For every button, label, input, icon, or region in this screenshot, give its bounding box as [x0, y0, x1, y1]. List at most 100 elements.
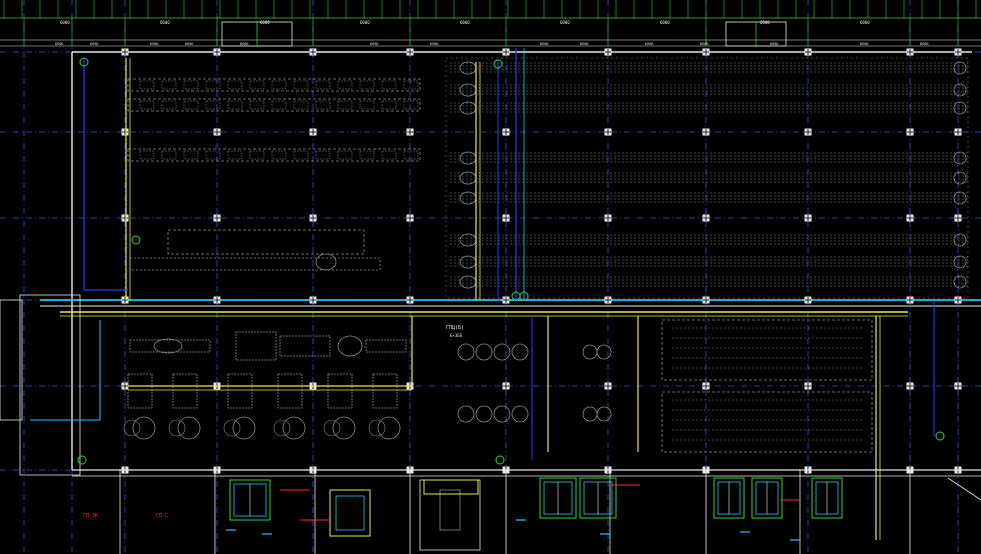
axis-label: 6Л6Б — [700, 42, 708, 46]
conveyor-segment — [139, 100, 155, 110]
red-label-2: ГП-С — [156, 513, 168, 519]
control-cabinet — [329, 489, 371, 537]
round-tank — [511, 405, 529, 423]
conveyor-segment — [205, 150, 221, 160]
valve-marker — [493, 59, 503, 69]
washer-drum — [132, 416, 156, 440]
washer-drum — [282, 416, 306, 440]
conveyor-segment — [359, 80, 375, 90]
top-dimension-label: 6000 — [660, 20, 670, 25]
round-tank — [457, 343, 475, 361]
conveyor-tail — [953, 233, 967, 247]
round-tank — [475, 343, 493, 361]
top-dimension-label: 6000 — [460, 20, 470, 25]
conveyor-segment — [139, 150, 155, 160]
conveyor-segment — [249, 80, 265, 90]
washer-drum — [232, 416, 256, 440]
conveyor-segment — [403, 80, 419, 90]
machine-drum — [337, 335, 363, 357]
conveyor-segment — [293, 150, 309, 160]
axis-label: 6Л6Б — [860, 42, 868, 46]
conveyor-segment — [293, 100, 309, 110]
valve-marker — [79, 57, 89, 67]
valve-marker — [519, 291, 529, 301]
washer-frame — [327, 373, 353, 409]
top-dimension-label: 6000 — [160, 20, 170, 25]
valve-marker — [131, 235, 141, 245]
filter-unit — [539, 477, 577, 519]
oval-track — [661, 319, 873, 381]
conveyor-tail — [953, 275, 967, 289]
conveyor-bar — [127, 98, 421, 112]
round-tank — [493, 343, 511, 361]
control-cabinet-inner — [335, 495, 365, 531]
top-dimension-label: 6000 — [860, 20, 870, 25]
conveyor-tail — [953, 61, 967, 75]
washer-drum — [273, 419, 291, 437]
conveyor-segment — [227, 100, 243, 110]
conveyor-drum — [315, 253, 337, 271]
washer-frame — [127, 373, 153, 409]
axis-label: 6Л6Б — [580, 42, 588, 46]
axis-label: 6Л6Б — [150, 42, 158, 46]
valve-marker — [495, 455, 505, 465]
conveyor-segment — [161, 80, 177, 90]
conveyor-segment — [271, 100, 287, 110]
machine-drum — [153, 338, 183, 354]
top-dimension-label: 6000 — [60, 20, 70, 25]
blue-cyan-pipe-routes — [30, 48, 945, 465]
conveyor-segment — [293, 80, 309, 90]
axis-label: 6Л6Б — [240, 42, 248, 46]
equipment-blocks — [123, 319, 873, 453]
top-dimension-label: 6000 — [560, 20, 570, 25]
round-tank — [596, 344, 612, 360]
room-label-1: ГПЦ(Б) — [446, 325, 464, 331]
conveyor-tail — [953, 151, 967, 165]
stair-block — [19, 294, 81, 476]
conveyor-segment — [227, 80, 243, 90]
conveyor-tail — [953, 101, 967, 115]
conveyor-segment — [205, 100, 221, 110]
conveyor-segment — [161, 100, 177, 110]
washer-drum — [168, 419, 186, 437]
conveyor-segment — [315, 80, 331, 90]
bottom-rooms-detail — [72, 469, 981, 554]
conveyor-segment — [227, 150, 243, 160]
round-tank — [511, 343, 529, 361]
filter-unit — [713, 477, 745, 519]
building-walls — [0, 51, 981, 476]
conveyor-segment — [337, 150, 353, 160]
machine-housing — [279, 335, 331, 357]
round-tank — [457, 405, 475, 423]
conveyor-segment — [249, 150, 265, 160]
axis-label: 6Л6Б — [185, 42, 193, 46]
conveyor-segment — [161, 150, 177, 160]
axis-label: 6Л6Б — [55, 42, 63, 46]
conveyor-segment — [139, 80, 155, 90]
conveyor-segment — [359, 150, 375, 160]
washer-frame — [277, 373, 303, 409]
conveyor-tail — [953, 255, 967, 269]
conveyor-segment — [381, 150, 397, 160]
washer-frame — [227, 373, 253, 409]
left-annex — [0, 299, 23, 421]
washer-drum — [223, 419, 241, 437]
filter-unit — [579, 477, 617, 519]
machine-body — [129, 339, 211, 353]
washer-drum — [332, 416, 356, 440]
conveyor-segment — [337, 100, 353, 110]
pump-header — [423, 479, 479, 495]
valve-marker — [77, 455, 87, 465]
conveyor-segment — [381, 80, 397, 90]
valve-marker — [935, 431, 945, 441]
conveyor-segment — [183, 150, 199, 160]
conveyor-bar — [127, 78, 421, 92]
filter-unit — [229, 479, 271, 521]
red-label-1: ГП-ЗК — [83, 513, 98, 519]
yellow-pipe-routes — [60, 58, 908, 540]
machine-body — [365, 339, 407, 353]
oval-track — [661, 391, 873, 453]
washer-drum — [377, 416, 401, 440]
axis-label: 6Л6Б — [90, 42, 98, 46]
